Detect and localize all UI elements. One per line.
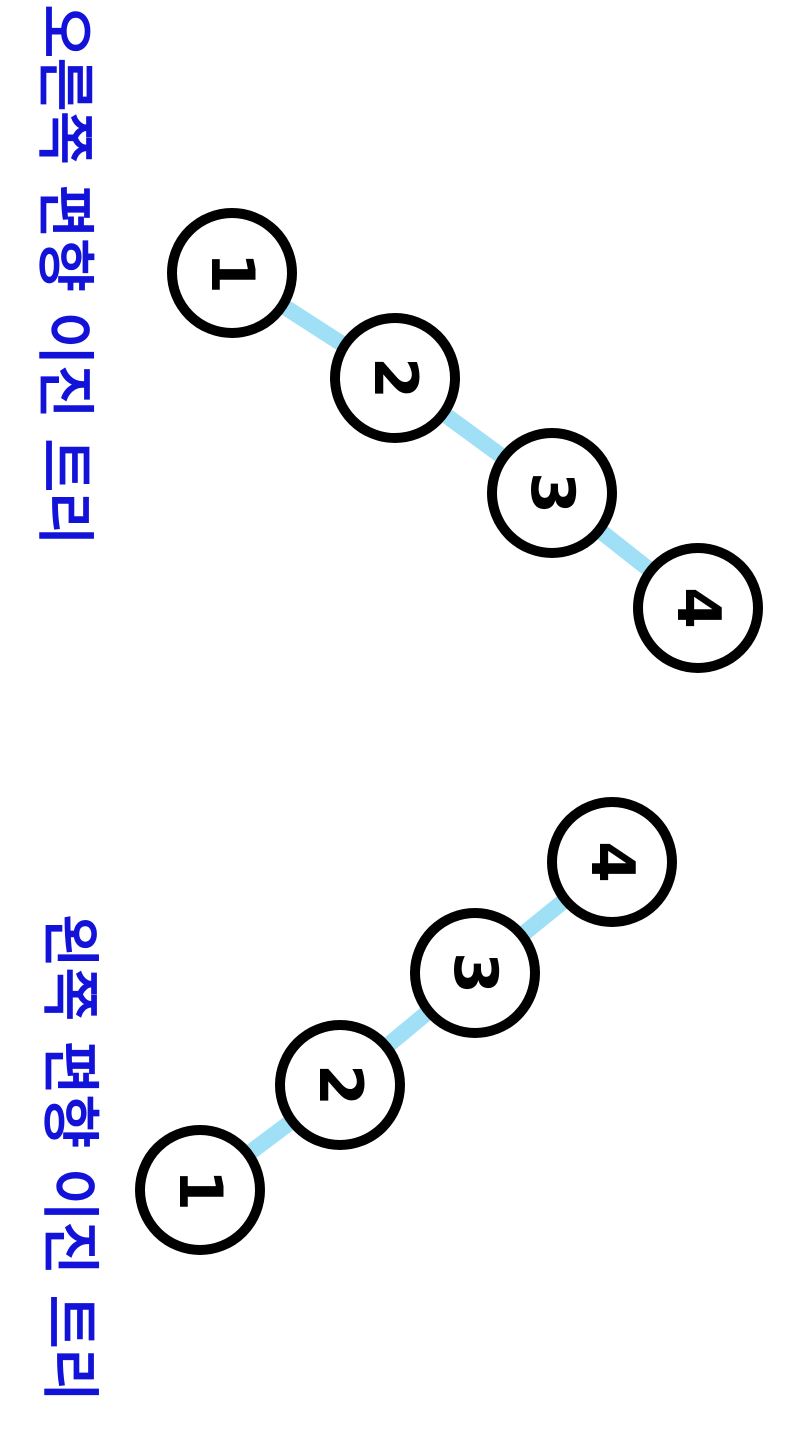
tree-node-3: 3 bbox=[410, 908, 540, 1038]
tree-node-circle bbox=[167, 208, 297, 338]
tree-node-circle bbox=[487, 428, 617, 558]
tree-node-label: 1 bbox=[197, 252, 267, 294]
tree-node-circle bbox=[330, 313, 460, 443]
tree-node-4: 4 bbox=[547, 797, 677, 927]
tree-node-3: 3 bbox=[487, 428, 617, 558]
tree-node-label: 2 bbox=[305, 1064, 375, 1106]
tree-node-circle bbox=[547, 797, 677, 927]
tree-node-label: 3 bbox=[440, 952, 510, 994]
left-skewed-tree: 1 2 3 4 bbox=[135, 797, 677, 1255]
tree-node-1: 1 bbox=[167, 208, 297, 338]
tree-node-label: 1 bbox=[165, 1169, 235, 1211]
tree-node-label: 4 bbox=[577, 841, 647, 883]
right-skewed-tree: 1 2 3 4 bbox=[167, 208, 763, 673]
tree-node-circle bbox=[633, 543, 763, 673]
tree-node-circle bbox=[135, 1125, 265, 1255]
tree-node-circle bbox=[410, 908, 540, 1038]
tree-node-label: 3 bbox=[517, 472, 587, 514]
tree-node-label: 4 bbox=[663, 587, 733, 629]
tree-node-2: 2 bbox=[330, 313, 460, 443]
tree-node-2: 2 bbox=[275, 1020, 405, 1150]
tree-node-4: 4 bbox=[633, 543, 763, 673]
tree-node-1: 1 bbox=[135, 1125, 265, 1255]
tree-node-circle bbox=[275, 1020, 405, 1150]
tree-node-label: 2 bbox=[360, 357, 430, 399]
